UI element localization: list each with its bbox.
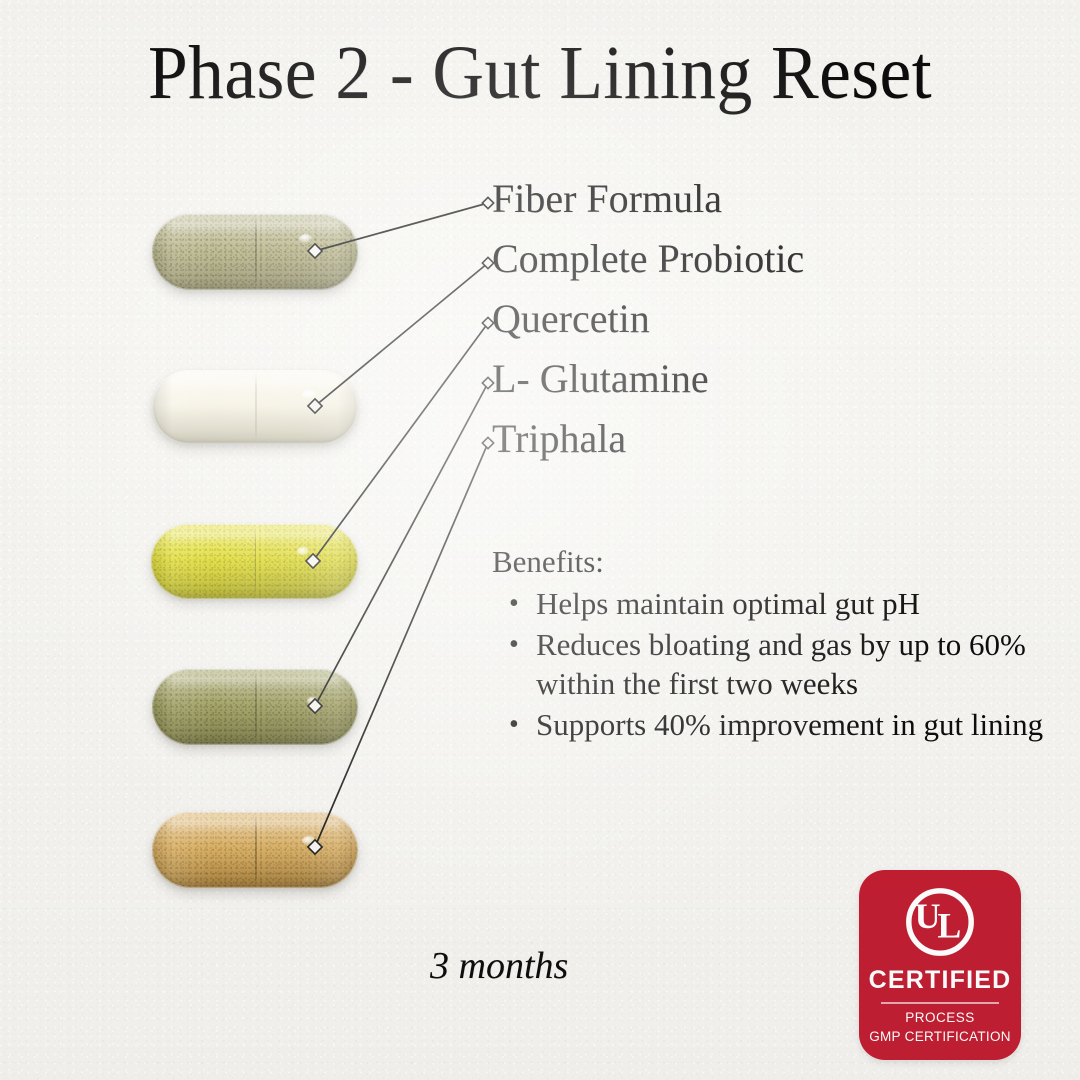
ul-gmp-certification-text: GMP CERTIFICATION [869,1029,1011,1044]
benefits-list: Helps maintain optimal gut pH Reduces bl… [492,584,1044,744]
svg-text:U: U [915,896,941,936]
pill-fiber-formula [152,214,358,290]
pill-rim [152,669,358,745]
ul-process-text: PROCESS [905,1010,975,1025]
ingredient-label-quercetin: Quercetin [492,296,650,341]
pill-quercetin [151,524,358,599]
svg-text:L: L [937,906,961,946]
page-title: Phase 2 - Gut Lining Reset [147,31,933,115]
ul-divider [881,1002,999,1004]
leader-line-quercetin [312,322,489,562]
pill-rim [152,812,358,888]
ingredient-label-l-glutamine: L- Glutamine [492,356,709,401]
ingredient-label-triphala: Triphala [492,416,627,461]
benefit-item: Reduces bloating and gas by up to 60% wi… [509,625,1044,703]
ingredient-label-complete-probiotic: Complete Probiotic [492,236,805,281]
pill-rim [152,214,358,290]
benefits-heading: Benefits: [492,544,604,579]
pill-triphala [152,812,358,888]
duration-text: 3 months [430,945,569,987]
benefit-item: Supports 40% improvement in gut lining [509,705,1044,744]
ul-certified-text: CERTIFIED [868,966,1012,994]
ul-logo-icon: U L [906,888,974,956]
benefits-section: Benefits: Helps maintain optimal gut pH … [492,544,1044,746]
ingredient-label-fiber-formula: Fiber Formula [492,176,722,221]
benefit-item: Helps maintain optimal gut pH [509,584,1044,623]
ul-certified-badge: U L CERTIFIED PROCESS GMP CERTIFICATION [859,870,1021,1060]
pill-complete-probiotic [152,370,358,444]
leader-line-triphala [314,442,489,848]
pill-rim [151,524,358,599]
pill-l-glutamine [152,669,358,745]
pill-rim [152,370,358,444]
